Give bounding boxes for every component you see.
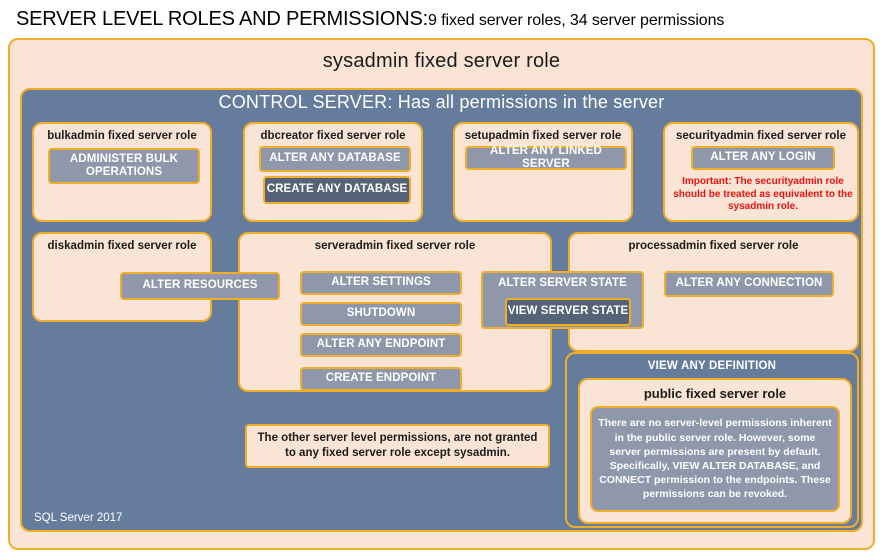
role-box-securityadmin: securityadmin fixed server role ALTER AN… bbox=[663, 122, 859, 222]
role-box-public: public fixed server role There are no se… bbox=[578, 378, 852, 524]
permission-alter-any-connection: ALTER ANY CONNECTION bbox=[664, 271, 834, 297]
permission-administer-bulk-operations: ADMINISTER BULK OPERATIONS bbox=[48, 148, 200, 184]
role-label-diskadmin: diskadmin fixed server role bbox=[47, 240, 197, 252]
permission-alter-settings: ALTER SETTINGS bbox=[300, 271, 462, 295]
permission-alter-any-database: ALTER ANY DATABASE bbox=[259, 146, 411, 172]
view-any-definition-panel: VIEW ANY DEFINITION public fixed server … bbox=[565, 352, 859, 528]
page-title-sub: 9 fixed server roles, 34 server permissi… bbox=[428, 12, 725, 29]
role-box-setupadmin: setupadmin fixed server role ALTER ANY L… bbox=[453, 122, 633, 222]
role-label-dbcreator: dbcreator fixed server role bbox=[260, 130, 406, 142]
permission-view-any-definition: VIEW ANY DEFINITION bbox=[647, 360, 777, 372]
permission-alter-resources: ALTER RESOURCES bbox=[120, 272, 280, 300]
role-label-processadmin: processadmin fixed server role bbox=[628, 240, 799, 252]
role-box-bulkadmin: bulkadmin fixed server role ADMINISTER B… bbox=[32, 122, 212, 222]
permission-shutdown: SHUTDOWN bbox=[300, 302, 462, 326]
securityadmin-warning-text: Important: The securityadmin role should… bbox=[673, 176, 853, 212]
permission-alter-any-endpoint: ALTER ANY ENDPOINT bbox=[300, 333, 462, 357]
permission-alter-server-state-label: ALTER SERVER STATE bbox=[498, 277, 627, 289]
footer-product-label: SQL Server 2017 bbox=[34, 512, 123, 524]
permission-alter-server-state: ALTER SERVER STATE VIEW SERVER STATE bbox=[481, 271, 644, 329]
role-box-dbcreator: dbcreator fixed server role ALTER ANY DA… bbox=[243, 122, 423, 222]
other-permissions-note: The other server level permissions, are … bbox=[245, 424, 550, 468]
control-server-label: CONTROL SERVER: Has all permissions in t… bbox=[218, 92, 665, 112]
permission-view-server-state: VIEW SERVER STATE bbox=[505, 298, 631, 326]
page-title-strong: SERVER LEVEL ROLES AND PERMISSIONS: bbox=[16, 8, 429, 30]
role-label-serveradmin: serveradmin fixed server role bbox=[314, 240, 476, 252]
public-role-note: There are no server-level permissions in… bbox=[590, 406, 840, 512]
permission-alter-any-login: ALTER ANY LOGIN bbox=[691, 146, 835, 170]
role-label-securityadmin: securityadmin fixed server role bbox=[675, 130, 847, 142]
role-label-bulkadmin: bulkadmin fixed server role bbox=[47, 130, 197, 142]
role-label-setupadmin: setupadmin fixed server role bbox=[464, 130, 622, 142]
sysadmin-role-label: sysadmin fixed server role bbox=[322, 50, 561, 72]
permission-create-endpoint: CREATE ENDPOINT bbox=[300, 367, 462, 391]
role-label-public: public fixed server role bbox=[643, 386, 787, 401]
permission-alter-any-linked-server: ALTER ANY LINKED SERVER bbox=[465, 145, 627, 170]
page-title: SERVER LEVEL ROLES AND PERMISSIONS:9 fix… bbox=[16, 8, 876, 34]
permission-create-any-database: CREATE ANY DATABASE bbox=[263, 176, 411, 204]
